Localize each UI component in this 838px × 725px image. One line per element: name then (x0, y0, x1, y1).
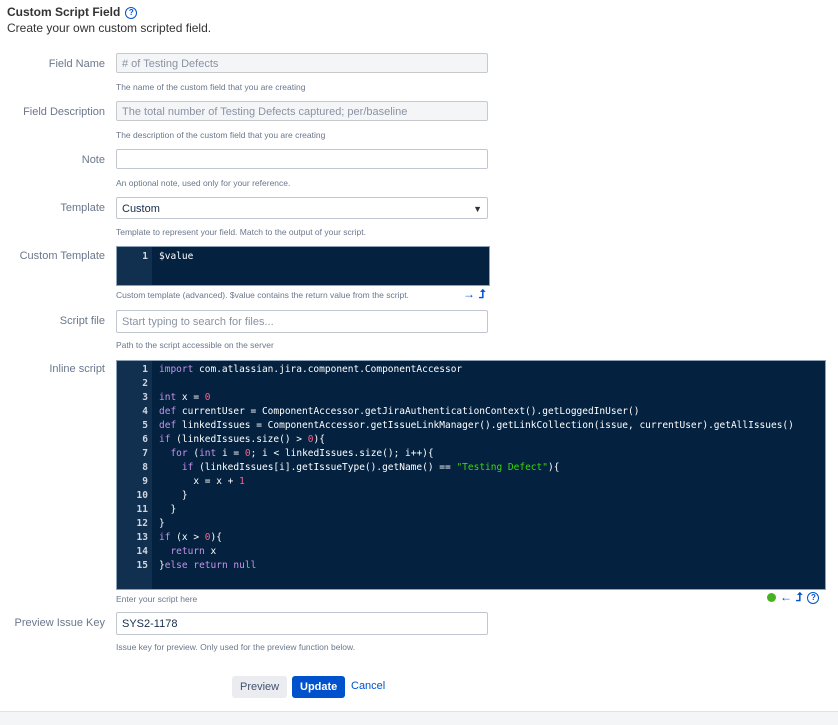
script-file-input[interactable]: Start typing to search for files... (116, 310, 488, 333)
code-line: def currentUser = ComponentAccessor.getJ… (159, 406, 640, 417)
template-label: Template (60, 202, 105, 214)
code-line: } (159, 504, 177, 515)
script-file-description: Path to the script accessible on the ser… (116, 340, 274, 350)
preview-button[interactable]: Preview (232, 676, 288, 698)
custom-template-editor[interactable]: 1 $value (116, 246, 490, 286)
line-number: 13 (136, 532, 148, 543)
green-dot-icon (767, 593, 776, 602)
page-footer (0, 711, 838, 725)
inline-script-label: Inline script (49, 363, 105, 375)
field-name-label: Field Name (48, 58, 105, 70)
custom-template-gutter: 1 (117, 247, 152, 285)
line-number: 12 (136, 518, 148, 529)
question-circle-icon[interactable]: ? (125, 7, 138, 19)
preview-issue-key-input[interactable]: SYS2-1178 (116, 612, 488, 635)
code-line: def linkedIssues = ComponentAccessor.get… (159, 420, 794, 431)
script-file-label: Script file (59, 315, 105, 327)
line-number: 5 (142, 420, 148, 431)
custom-template-line-number: 1 (142, 251, 148, 262)
arrow-up-icon[interactable]: ⮥ (478, 287, 486, 301)
template-select[interactable]: Custom ▼ (116, 197, 488, 219)
field-name-input[interactable]: # of Testing Defects (116, 53, 488, 73)
preview-issue-key-description: Issue key for preview. Only used for the… (116, 642, 356, 652)
code-line: for (int i = 0; i < linkedIssues.size();… (170, 448, 434, 459)
preview-issue-key-label: Preview Issue Key (14, 617, 105, 629)
question-circle-icon[interactable]: ? (807, 592, 820, 604)
custom-template-description: Custom template (advanced). $value conta… (116, 290, 409, 300)
line-number: 7 (142, 448, 148, 459)
page-title: Custom Script Field? (7, 5, 138, 19)
template-selected-value: Custom (122, 203, 160, 215)
line-number: 8 (142, 462, 148, 473)
template-description: Template to represent your field. Match … (116, 227, 366, 237)
line-number: 9 (142, 476, 148, 487)
line-number: 10 (136, 490, 148, 501)
field-description-label: Field Description (23, 106, 105, 118)
code-line: import com.atlassian.jira.component.Comp… (159, 364, 463, 375)
arrow-up-icon[interactable]: ⮥ (795, 590, 803, 604)
line-number: 15 (136, 560, 148, 571)
line-number: 2 (142, 378, 148, 389)
field-description-help: The description of the custom field that… (116, 130, 326, 140)
code-line: if (linkedIssues.size() > 0){ (159, 434, 325, 445)
line-number: 1 (142, 364, 148, 375)
line-number: 14 (136, 546, 148, 557)
code-line: } (159, 490, 188, 501)
line-number: 6 (142, 434, 148, 445)
script-file-placeholder: Start typing to search for files... (122, 316, 274, 328)
code-line: x = x + 1 (159, 476, 245, 487)
update-button[interactable]: Update (292, 676, 346, 698)
code-line: int x = 0 (159, 392, 211, 403)
preview-issue-key-value: SYS2-1178 (122, 618, 178, 630)
custom-template-tools: → ⮥ (463, 287, 485, 302)
note-input[interactable] (116, 149, 488, 169)
line-number: 11 (136, 504, 148, 515)
line-number: 4 (142, 406, 148, 417)
page-title-text: Custom Script Field (7, 5, 121, 19)
code-line: return x (170, 546, 217, 557)
note-description: An optional note, used only for your ref… (116, 178, 291, 188)
chevron-down-icon: ▼ (473, 204, 482, 214)
code-line: } (159, 518, 165, 529)
code-line: }else return null (159, 560, 257, 571)
inline-script-tools: ← ⮥? (767, 590, 820, 605)
code-line: if (linkedIssues[i].getIssueType().getNa… (181, 462, 560, 473)
cancel-button[interactable]: Cancel (351, 680, 386, 692)
note-label: Note (81, 154, 105, 166)
custom-template-code: $value (159, 251, 194, 262)
code-line: if (x > 0){ (159, 532, 222, 543)
inline-script-editor[interactable]: 1 2 3 4 5 6 7 8 9 10 11 12 13 14 15 impo… (116, 360, 826, 590)
field-name-description: The name of the custom field that you ar… (116, 82, 306, 92)
arrow-left-icon[interactable]: ← (780, 590, 792, 604)
field-description-input[interactable]: The total number of Testing Defects capt… (116, 101, 488, 121)
custom-template-label: Custom Template (19, 250, 105, 262)
line-number: 3 (142, 392, 148, 403)
arrow-right-icon[interactable]: → (463, 287, 475, 301)
inline-script-description: Enter your script here (116, 594, 198, 604)
inline-script-gutter: 1 2 3 4 5 6 7 8 9 10 11 12 13 14 15 (117, 361, 152, 589)
page-subtitle: Create your own custom scripted field. (7, 21, 212, 35)
field-name-value: # of Testing Defects (122, 58, 219, 70)
field-description-value: The total number of Testing Defects capt… (122, 106, 408, 118)
